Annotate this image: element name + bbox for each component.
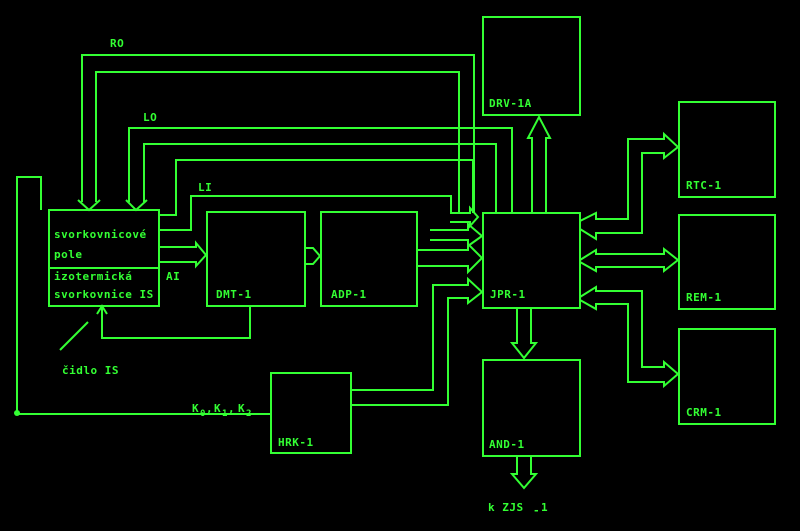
ro-line-inner [95, 71, 460, 213]
hrk-jpr-arrow [351, 276, 484, 406]
k-sep-2: , [228, 402, 235, 415]
adp-box [320, 211, 418, 307]
svorkovnice-line4: svorkovnice IS [54, 288, 154, 301]
zjs-prefix: k ZJS [488, 501, 524, 514]
jpr-drv-arrow [526, 114, 552, 213]
li-line-a [159, 159, 474, 216]
adp-jpr-arrow [417, 241, 484, 275]
zjs-label: k ZJS - 1 [488, 501, 548, 517]
li-jpr-arrow [430, 221, 484, 248]
ai-bus: AI [159, 240, 208, 283]
block-crm: CRM-1 [678, 328, 776, 425]
block-rem: REM-1 [678, 214, 776, 310]
k1-index: 1 [222, 409, 228, 419]
block-svorkovnice: svorkovnicové pole izotermická svorkovni… [48, 209, 160, 307]
zjs-dash: - [533, 504, 540, 517]
svorkovnice-line3: izotermická [54, 270, 132, 283]
block-and: AND-1 [482, 359, 581, 457]
dmt-box [206, 211, 306, 307]
k-sep-1: , [206, 402, 213, 415]
dmt-label: DMT-1 [216, 288, 252, 301]
k-junction-dot [14, 410, 20, 416]
drv-label: DRV-1A [489, 97, 532, 110]
adp-label: ADP-1 [331, 288, 367, 301]
jpr-crm-arrow [579, 285, 680, 389]
block-jpr: JPR-1 [482, 212, 581, 309]
cidlo-leader [59, 321, 89, 351]
jpr-and-arrow [509, 308, 539, 360]
k1-base: K [214, 402, 221, 415]
k-loop [16, 176, 271, 415]
k0-index: 0 [200, 409, 206, 419]
rtc-label: RTC-1 [686, 179, 722, 192]
svorkovnice-box [48, 209, 160, 307]
li-label: LI [198, 181, 212, 194]
ai-label: AI [166, 270, 180, 283]
k2-index: 2 [246, 409, 252, 419]
lo-line-outer [128, 127, 513, 213]
block-drv: DRV-1A [482, 16, 581, 116]
drv-box [482, 16, 581, 116]
ro-bus: RO [77, 37, 475, 213]
block-dmt: DMT-1 [206, 211, 306, 307]
svorkovnice-line1: svorkovnicové [54, 228, 147, 241]
is-dmt-loop [101, 306, 251, 339]
dmt-adp-arrow [305, 247, 322, 265]
rtc-box [678, 101, 776, 198]
rem-label: REM-1 [686, 291, 722, 304]
jpr-label: JPR-1 [490, 288, 526, 301]
zjs-suffix: 1 [541, 501, 548, 514]
k-signal-label: K 0 , K 1 , K 2 [192, 402, 252, 419]
and-label: AND-1 [489, 438, 525, 451]
ai-arrow [159, 240, 208, 269]
block-hrk: HRK-1 [270, 372, 352, 454]
lo-line-inner [143, 143, 497, 213]
jpr-rtc-arrow [579, 131, 680, 241]
lo-arrowhead [125, 199, 148, 212]
hrk-label: HRK-1 [278, 436, 314, 449]
block-rtc: RTC-1 [678, 101, 776, 198]
and-zjs-arrow [509, 456, 539, 490]
ro-label: RO [110, 37, 124, 50]
k0-base: K [192, 402, 199, 415]
jpr-rem-arrow [579, 246, 680, 274]
block-adp: ADP-1 [320, 211, 418, 307]
lo-label: LO [143, 111, 157, 124]
svorkovnice-line2: pole [54, 248, 83, 261]
crm-label: CRM-1 [686, 406, 722, 419]
lo-bus: LO [125, 111, 513, 213]
rem-box [678, 214, 776, 310]
cidlo-label: čidlo IS [62, 364, 119, 377]
k2-base: K [238, 402, 245, 415]
crm-box [678, 328, 776, 425]
ro-line-outer [81, 54, 475, 213]
is-dmt-tick [96, 304, 108, 315]
ro-arrowhead [77, 199, 101, 212]
